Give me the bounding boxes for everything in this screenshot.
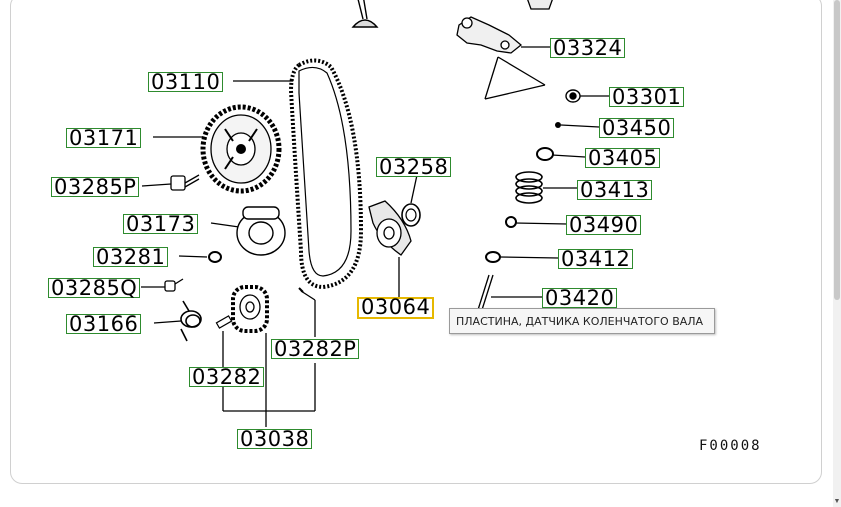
part-callout-03064[interactable]: 03064 xyxy=(357,297,435,319)
pin-icon xyxy=(298,287,304,293)
washer-icon xyxy=(401,203,421,227)
camshaft-sprocket-icon xyxy=(200,104,282,194)
woodruff-key-icon xyxy=(215,315,233,329)
part-callout-03173[interactable]: 03173 xyxy=(123,214,199,235)
spring-seat-icon xyxy=(485,251,501,263)
diagram-frame: 03110 03171 03285P 03173 03281 03285Q 03… xyxy=(10,0,822,484)
seal-icon xyxy=(505,216,517,228)
crank-sprocket-icon xyxy=(231,285,269,333)
part-callout-03450[interactable]: 03450 xyxy=(599,118,675,139)
part-callout-03490[interactable]: 03490 xyxy=(566,215,642,236)
figure-code: F00008 xyxy=(699,438,762,454)
exploded-parts-diagram xyxy=(141,0,612,427)
part-callout-03110[interactable]: 03110 xyxy=(148,72,224,93)
spring-icon xyxy=(180,300,202,342)
part-callout-03324[interactable]: 03324 xyxy=(550,38,626,59)
vertical-scrollbar[interactable]: ▼ xyxy=(833,0,841,507)
rocker-arm-icon xyxy=(456,16,523,54)
part-callout-03405[interactable]: 03405 xyxy=(585,148,661,169)
sensor-plate-icon xyxy=(368,200,412,256)
scrollbar-thumb[interactable] xyxy=(834,0,840,300)
part-callout-03038[interactable]: 03038 xyxy=(237,429,313,450)
bolt-icon xyxy=(170,174,200,191)
valve-seal-icon xyxy=(565,89,581,103)
part-callout-03166[interactable]: 03166 xyxy=(66,314,142,335)
washer-icon xyxy=(208,251,222,263)
part-callout-03413[interactable]: 03413 xyxy=(577,180,653,201)
scroll-down-arrow-icon[interactable]: ▼ xyxy=(833,498,841,505)
timing-belt-icon xyxy=(288,58,364,290)
cam-cap-icon xyxy=(527,0,553,10)
part-callout-03282P[interactable]: 03282P xyxy=(271,339,360,360)
tensioner-pulley-icon xyxy=(236,206,286,256)
valve-icon xyxy=(476,274,494,314)
part-callout-03285P[interactable]: 03285P xyxy=(51,177,140,198)
part-callout-03281[interactable]: 03281 xyxy=(93,247,169,268)
part-callout-03420[interactable]: 03420 xyxy=(542,288,618,309)
part-callout-03285Q[interactable]: 03285Q xyxy=(48,278,141,299)
valve-icon xyxy=(351,0,379,28)
valve-cotter-icon xyxy=(555,122,561,128)
spring-retainer-icon xyxy=(536,147,554,161)
bolt-icon xyxy=(164,278,184,292)
part-tooltip: ПЛАСТИНА, ДАТЧИКА КОЛЕНЧАТОГО ВАЛА xyxy=(449,308,715,334)
part-callout-03301[interactable]: 03301 xyxy=(609,87,685,108)
part-callout-03171[interactable]: 03171 xyxy=(66,128,142,149)
part-callout-03412[interactable]: 03412 xyxy=(558,249,634,270)
part-callout-03258[interactable]: 03258 xyxy=(376,157,452,178)
part-callout-03282[interactable]: 03282 xyxy=(189,367,265,388)
valve-spring-icon xyxy=(515,171,543,204)
